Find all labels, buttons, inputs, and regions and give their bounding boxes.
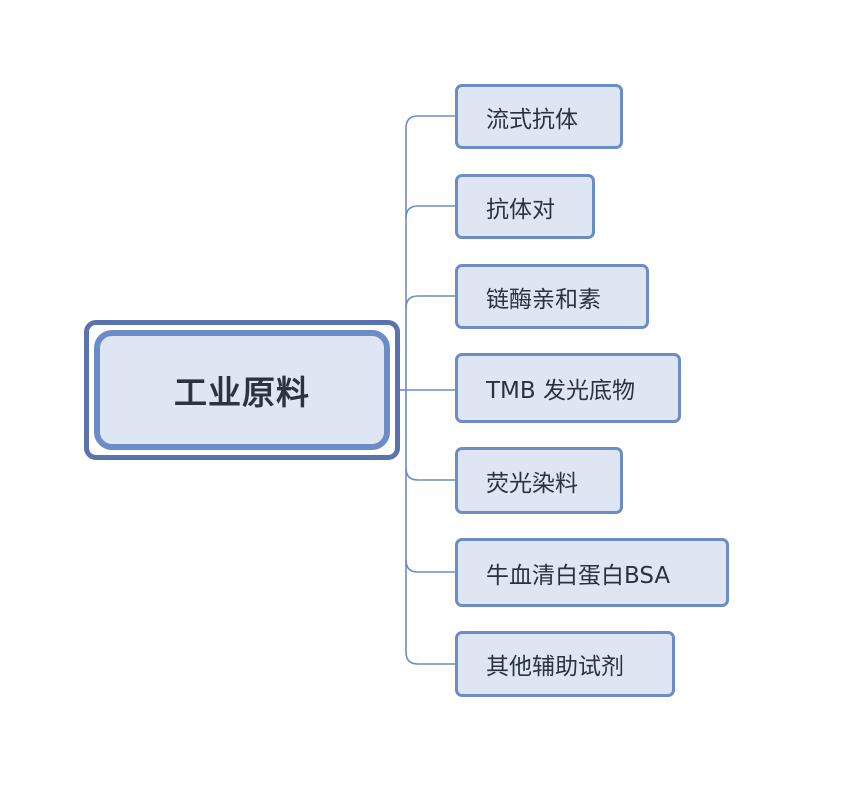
branch-node-label: 抗体对 — [486, 196, 555, 223]
branch-connector-7 — [405, 378, 456, 665]
branch-node-label: TMB 发光底物 — [486, 378, 635, 404]
branch-node-fluorescent-dye[interactable]: 荧光染料 — [455, 447, 623, 514]
branch-node-label: 流式抗体 — [486, 106, 578, 133]
branch-node-antibody-pair[interactable]: 抗体对 — [455, 174, 595, 239]
branch-node-label: 其他辅助试剂 — [486, 654, 624, 680]
branch-node-label: 链酶亲和素 — [486, 286, 601, 313]
branch-connector-3 — [405, 295, 456, 309]
branch-connector-5 — [405, 467, 456, 481]
branch-connector-2 — [405, 205, 456, 219]
branch-node-label: 荧光染料 — [486, 470, 578, 497]
branch-node-label: 牛血清白蛋白BSA — [486, 562, 671, 589]
root-node[interactable]: 工业原料 — [94, 330, 390, 450]
branch-node-streptavidin[interactable]: 链酶亲和素 — [455, 264, 649, 329]
branch-node-other-reagents[interactable]: 其他辅助试剂 — [455, 631, 675, 697]
branch-connector-6 — [405, 559, 456, 573]
branch-connector-1 — [405, 115, 456, 378]
branch-node-tmb-substrate[interactable]: TMB 发光底物 — [455, 353, 681, 423]
branch-node-flow-antibody[interactable]: 流式抗体 — [455, 84, 623, 149]
root-node-label: 工业原料 — [174, 373, 310, 412]
branch-node-bsa[interactable]: 牛血清白蛋白BSA — [455, 538, 729, 607]
